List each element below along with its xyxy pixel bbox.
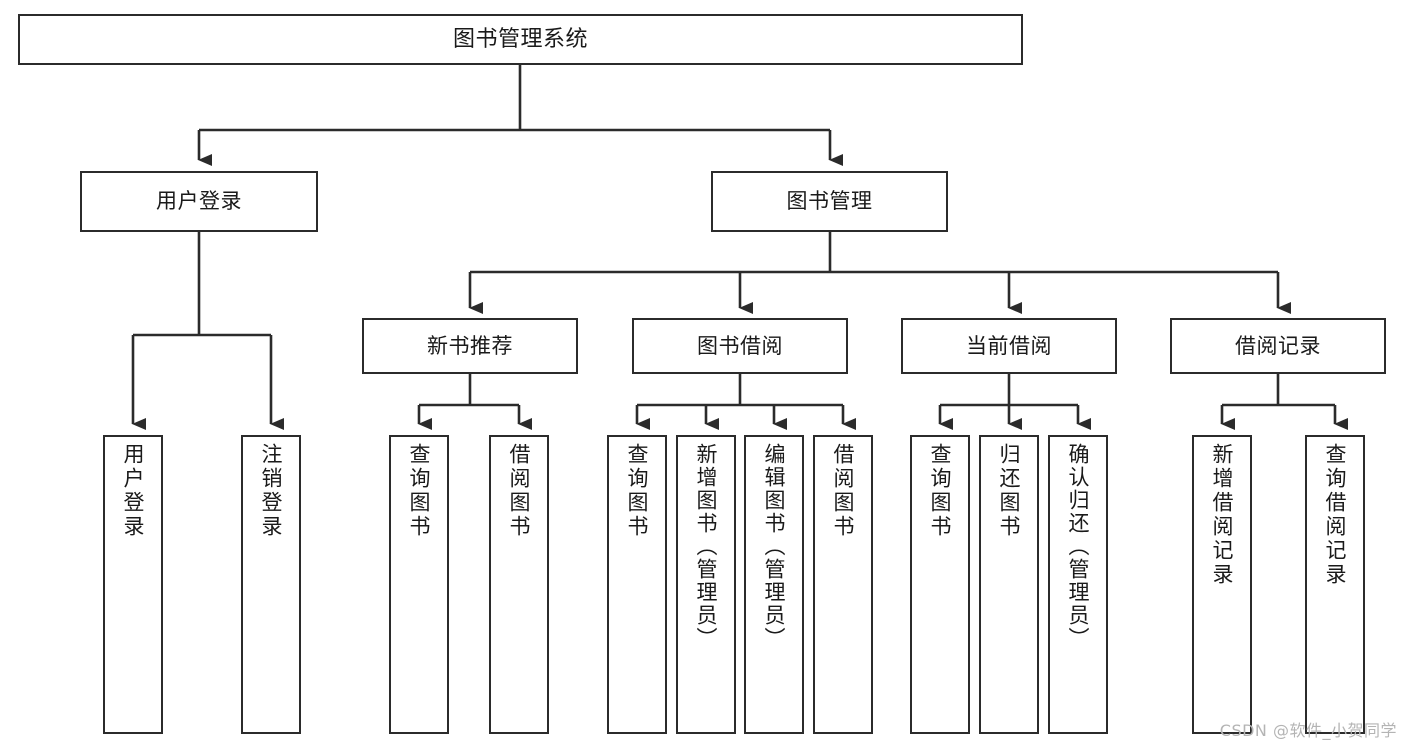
leaf-query-book-borrow[interactable]: 查询图书: [607, 435, 667, 734]
node-label: 查询图书: [928, 443, 953, 539]
leaf-query-book-new-rec[interactable]: 查询图书: [389, 435, 449, 734]
leaf-borrow-book[interactable]: 借阅图书: [813, 435, 873, 734]
node-label: 查询借阅记录: [1323, 443, 1348, 587]
leaf-logout[interactable]: 注销登录: [241, 435, 301, 734]
node-label: 借阅图书: [507, 443, 532, 539]
node-label: 图书借阅: [697, 333, 783, 358]
leaf-add-borrow-record[interactable]: 新增借阅记录: [1192, 435, 1252, 734]
node-book-management-system[interactable]: 图书管理系统: [18, 14, 1023, 65]
node-label: 用户登录: [156, 189, 242, 214]
node-label: 新增图书（管理员）: [694, 443, 719, 650]
node-new-book-recommendation[interactable]: 新书推荐: [362, 318, 578, 374]
leaf-query-book-current[interactable]: 查询图书: [910, 435, 970, 734]
leaf-confirm-return-admin[interactable]: 确认归还（管理员）: [1048, 435, 1108, 734]
leaf-user-login[interactable]: 用户登录: [103, 435, 163, 734]
node-book-management[interactable]: 图书管理: [711, 171, 948, 232]
node-borrowing-records[interactable]: 借阅记录: [1170, 318, 1386, 374]
node-label: 查询图书: [407, 443, 432, 539]
leaf-query-borrow-record[interactable]: 查询借阅记录: [1305, 435, 1365, 734]
node-label: 借阅图书: [831, 443, 856, 539]
node-label: 用户登录: [121, 443, 146, 539]
node-label: 编辑图书（管理员）: [762, 443, 787, 650]
leaf-borrow-book-new-rec[interactable]: 借阅图书: [489, 435, 549, 734]
node-current-borrowing[interactable]: 当前借阅: [901, 318, 1117, 374]
node-label: 确认归还（管理员）: [1066, 443, 1091, 650]
node-label: 归还图书: [997, 443, 1022, 539]
node-book-borrowing[interactable]: 图书借阅: [632, 318, 848, 374]
node-label: 图书管理: [786, 189, 873, 214]
leaf-add-book-admin[interactable]: 新增图书（管理员）: [676, 435, 736, 734]
node-user-login[interactable]: 用户登录: [80, 171, 318, 232]
node-label: 图书管理系统: [452, 26, 588, 52]
node-label: 注销登录: [259, 443, 284, 539]
node-label: 新增借阅记录: [1210, 443, 1235, 587]
leaf-return-book[interactable]: 归还图书: [979, 435, 1039, 734]
node-label: 当前借阅: [966, 333, 1052, 358]
leaf-edit-book-admin[interactable]: 编辑图书（管理员）: [744, 435, 804, 734]
node-label: 新书推荐: [427, 333, 513, 358]
node-label: 借阅记录: [1235, 333, 1321, 358]
node-label: 查询图书: [625, 443, 650, 539]
